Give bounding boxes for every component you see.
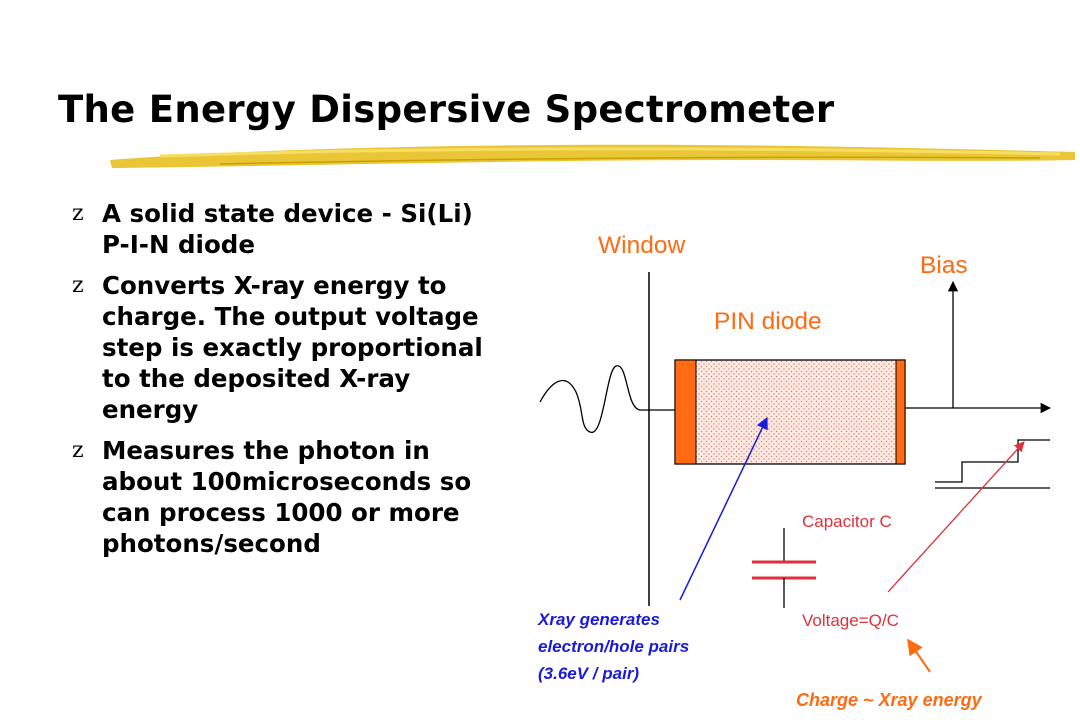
capacitor-icon [752, 528, 816, 608]
charge-note: Charge ~ Xray energy [796, 690, 982, 710]
xray-note-line: electron/hole pairs [538, 637, 690, 656]
bias-label: Bias [920, 252, 968, 279]
bullet-marker: z [72, 201, 84, 226]
voltage-label: Voltage=Q/C [802, 611, 899, 630]
bullet-item: z A solid state device - Si(Li) P-I-N di… [72, 198, 502, 260]
window-label: Window [598, 232, 686, 259]
voltage-step-waveform [935, 439, 1050, 483]
xray-note: Xray generates electron/hole pairs (3.6e… [538, 606, 689, 687]
xray-note-line: Xray generates [538, 610, 660, 629]
bullet-marker: z [72, 273, 84, 298]
bullet-text: Measures the photon in about 100microsec… [102, 436, 472, 558]
capacitor-label: Capacitor C [802, 512, 892, 531]
xray-wave-icon [539, 365, 690, 433]
pin-diode [674, 359, 906, 465]
title-underline-brushstroke [110, 144, 1075, 168]
bullet-text: A solid state device - Si(Li) P-I-N diod… [102, 199, 473, 259]
pin-diode-label: PIN diode [714, 308, 822, 335]
bullet-item: z Converts X-ray energy to charge. The o… [72, 270, 502, 425]
page-title: The Energy Dispersive Spectrometer [58, 88, 835, 131]
bullet-text: Converts X-ray energy to charge. The out… [102, 271, 483, 424]
xray-note-line: (3.6eV / pair) [538, 664, 640, 683]
bullet-item: z Measures the photon in about 100micros… [72, 435, 502, 559]
xray-pairs-arrow [679, 416, 768, 601]
bullet-list: z A solid state device - Si(Li) P-I-N di… [72, 198, 502, 569]
charge-to-voltage-arrow [907, 638, 931, 673]
voltage-to-step-arrow [887, 441, 1025, 593]
bullet-marker: z [72, 438, 84, 463]
